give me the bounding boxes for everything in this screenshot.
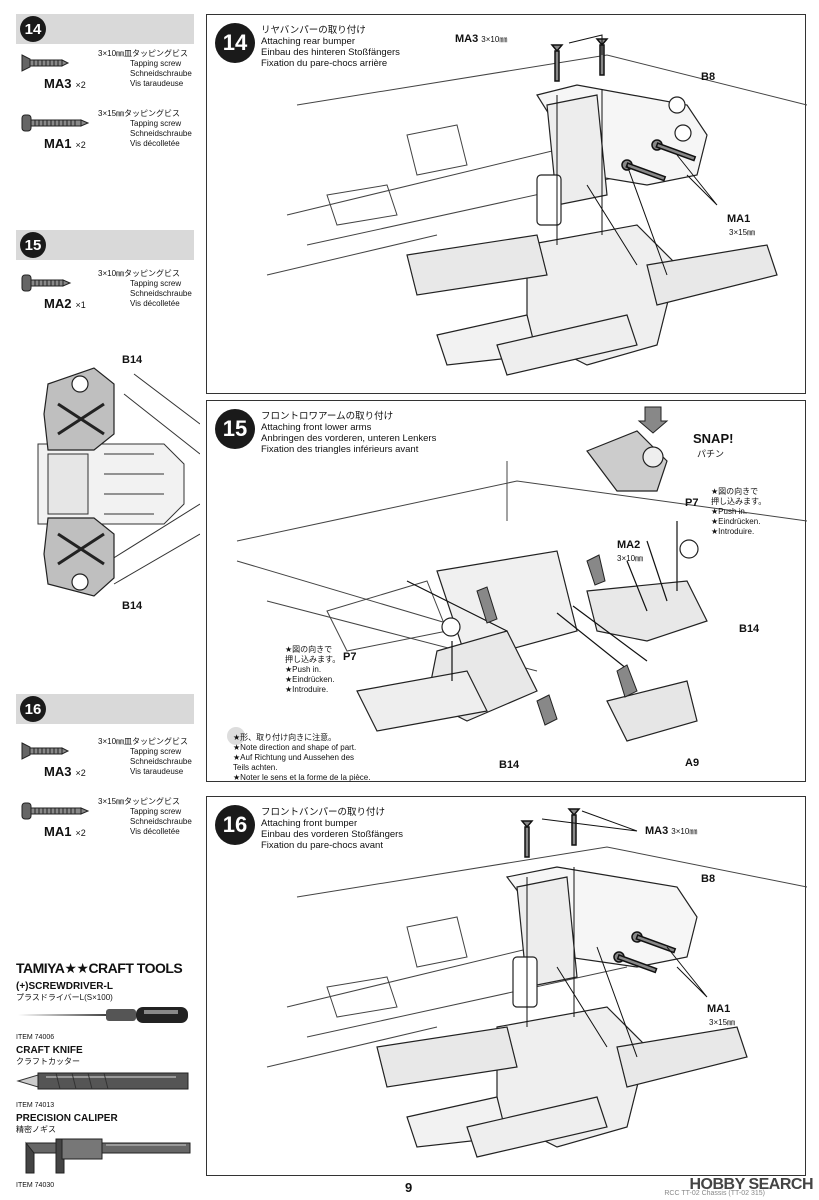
direction-note: ★形、取り付け向きに注意。 ★Note direction and shape … bbox=[233, 733, 371, 782]
step-16-title: フロントバンパーの取り付け Attaching front bumper Ein… bbox=[261, 807, 404, 851]
pan-screw-icon bbox=[21, 274, 72, 292]
pan-screw-icon bbox=[21, 114, 90, 132]
label-ma3: MA3 3×10㎜ bbox=[645, 825, 698, 837]
snap-label-jp: パチン bbox=[697, 449, 725, 459]
part-label-b14-bottom: B14 bbox=[122, 600, 143, 612]
screw-code: MA2×1 bbox=[44, 296, 86, 311]
screw-desc: Tapping screw Schneidschraube Vis taraud… bbox=[130, 747, 192, 776]
step-16-bar: 16 bbox=[16, 694, 194, 724]
label-b8: B8 bbox=[701, 71, 716, 83]
step-15-bar: 15 bbox=[16, 230, 194, 260]
screw-desc: Tapping screw Schneidschraube Vis taraud… bbox=[130, 59, 192, 88]
tools-title: TAMIYA★★CRAFT TOOLS bbox=[16, 960, 183, 976]
b14-parts-illustration bbox=[37, 367, 200, 597]
step-14-bar: 14 bbox=[16, 14, 194, 44]
screw-size: 3×15㎜タッピングビス bbox=[98, 797, 181, 806]
page-number: 9 bbox=[405, 1180, 413, 1195]
label-b14-right: B14 bbox=[739, 623, 760, 635]
step-15-title: フロントロワアームの取り付け Attaching front lower arm… bbox=[261, 411, 437, 455]
label-b8: B8 bbox=[701, 873, 716, 885]
screwdriver-icon bbox=[18, 1007, 188, 1023]
screw-size: 3×15㎜タッピングビス bbox=[98, 109, 181, 118]
screw-code: MA1×2 bbox=[44, 824, 86, 839]
step-14-panel: 14 リヤバンパーの取り付け Attaching rear bumper Ein… bbox=[206, 14, 807, 394]
label-p7-right: P7 bbox=[685, 497, 699, 509]
manual-code: RCC TT-02 Chassis (TT-02 315) bbox=[664, 1190, 765, 1197]
push-note-left: ★図の向きで 押し込みます。 ★Push in. ★Eindrücken. ★I… bbox=[285, 645, 341, 694]
front-bumper-illustration bbox=[266, 808, 807, 1158]
label-p7-left: P7 bbox=[343, 651, 357, 663]
screw-code: MA3×2 bbox=[44, 76, 86, 91]
tool-screwdriver: (+)SCREWDRIVER-L プラスドライバーL(S×100) ITEM 7… bbox=[16, 981, 196, 1041]
step-15-number: 15 bbox=[215, 409, 255, 449]
screw-ma3: MA3×2 3×10㎜皿タッピングビス Tapping screw Schnei… bbox=[20, 48, 200, 98]
label-ma1: MA1 bbox=[727, 213, 751, 225]
screw-desc: Tapping screw Schneidschraube Vis décoll… bbox=[130, 807, 192, 836]
screw-code: MA3×2 bbox=[44, 764, 86, 779]
tool-craft-knife: CRAFT KNIFE クラフトカッター ITEM 74013 bbox=[16, 1045, 196, 1109]
step-14-title: リヤバンパーの取り付け Attaching rear bumper Einbau… bbox=[261, 25, 400, 69]
screw-size: 3×10㎜タッピングビス bbox=[98, 269, 181, 278]
screw-desc: Tapping screw Schneidschraube Vis décoll… bbox=[130, 279, 192, 308]
rear-bumper-illustration bbox=[266, 34, 807, 376]
craft-tools: TAMIYA★★CRAFT TOOLS (+)SCREWDRIVER-L プラス… bbox=[16, 960, 196, 1189]
part-label-b14-top: B14 bbox=[122, 354, 143, 366]
label-ma2: MA2 bbox=[617, 539, 641, 551]
craft-knife-icon bbox=[16, 1072, 189, 1090]
screw-code: MA1×2 bbox=[44, 136, 86, 151]
step-16-number: 16 bbox=[215, 805, 255, 845]
front-lower-arms-illustration bbox=[236, 406, 807, 742]
screw-ma1: MA1×2 3×15㎜タッピングビス Tapping screw Schneid… bbox=[20, 108, 200, 158]
tool-precision-caliper: PRECISION CALIPER 精密ノギス ITEM 74030 bbox=[16, 1113, 196, 1189]
snap-label: SNAP! bbox=[693, 431, 734, 446]
countersunk-screw-icon bbox=[21, 54, 70, 72]
step-15-panel: 15 フロントロワアームの取り付け Attaching front lower … bbox=[206, 400, 807, 782]
push-note-right: ★図の向きで 押し込みます。 ★Push in. ★Eindrücken. ★I… bbox=[711, 487, 767, 536]
countersunk-screw-icon bbox=[21, 742, 70, 760]
label-b14-bottom: B14 bbox=[499, 759, 520, 771]
screw-desc: Tapping screw Schneidschraube Vis décoll… bbox=[130, 119, 192, 148]
step-15-badge: 15 bbox=[20, 232, 46, 258]
label-ma3: MA3 3×10㎜ bbox=[455, 33, 508, 45]
step-16-badge: 16 bbox=[20, 696, 46, 722]
label-ma2-size: 3×10㎜ bbox=[617, 554, 644, 563]
parts-sidebar: 14 MA3×2 3×10㎜皿タッピングビス Tapping screw Sch… bbox=[0, 0, 200, 1200]
step-14-number: 14 bbox=[215, 23, 255, 63]
watermark: HOBBY SEARCH bbox=[689, 1176, 814, 1193]
label-a9: A9 bbox=[685, 757, 700, 769]
caliper-icon bbox=[25, 1138, 191, 1174]
screw-ma3: MA3×2 3×10㎜皿タッピングビス Tapping screw Schnei… bbox=[20, 736, 200, 786]
step-16-panel: 16 フロントバンパーの取り付け Attaching front bumper … bbox=[206, 796, 807, 1176]
screw-ma1: MA1×2 3×15㎜タッピングビス Tapping screw Schneid… bbox=[20, 796, 200, 846]
screw-size: 3×10㎜皿タッピングビス bbox=[98, 49, 189, 58]
direction-note-dot bbox=[227, 727, 245, 745]
pan-screw-icon bbox=[21, 802, 90, 820]
label-ma1: MA1 bbox=[707, 1003, 731, 1015]
screw-ma2: MA2×1 3×10㎜タッピングビス Tapping screw Schneid… bbox=[20, 268, 200, 318]
label-ma1-size: 3×15㎜ bbox=[729, 228, 756, 237]
step-14-badge: 14 bbox=[20, 16, 46, 42]
screw-size: 3×10㎜皿タッピングビス bbox=[98, 737, 189, 746]
label-ma1-size: 3×15㎜ bbox=[709, 1018, 736, 1027]
